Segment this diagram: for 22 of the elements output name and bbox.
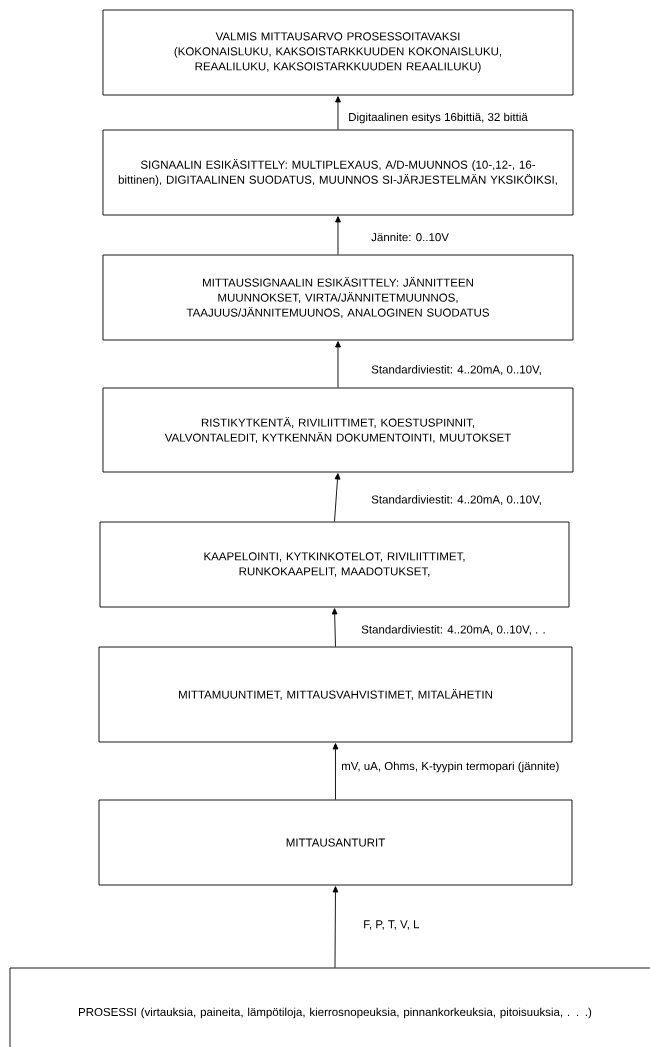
process-box: VALMIS MITTAUSARVO PROSESSOITAVAKSI (KOKONAISLUKU, KAKSOISTARKKUUDEN KOKONAISLUKU, REAALILUKU, KAKSOISTARKKUUDEN REAALILUKU) (102, 9, 574, 96)
arrow (334, 473, 341, 522)
process-box: MITTAMUUNTIMET, MITTAUSVAHVISTIMET, MITALÄHETIN (98, 646, 573, 743)
edge-label: Jännite: 0..10V (370, 231, 450, 243)
process-box: MITTAUSSIGNAALIN ESIKÄSITTELY: JÄNNITTEEN MUUNNOKSET, VIRTA/JÄNNITETMUUNNOS, TAAJUUS/JÄNNITEMUUNOS, ANALOGINEN SUODATUS (102, 254, 574, 341)
edge-label: mV, uA, Ohms, K-tyypin termopari (jännite) (340, 760, 561, 774)
edge-label: Standardiviestit: 4..20mA, 0..10V, . . (360, 624, 547, 636)
edge-label: Digitaalinen esitys 16bittiä, 32 bittiä (347, 111, 529, 125)
process-box: SIGNAALIN ESIKÄSITTELY: MULTIPLEXAUS, A/D-MUUNNOS (10-,12-, 16-bittinen), DIGITAALINEN SUODATUS, MUUNNOS SI-JÄRJESTELMÄN YKSIKÖIKSI, (102, 129, 574, 216)
arrow (335, 341, 341, 388)
process-box: PROSESSI (virtauksia, paineita, lämpötiloja, kierrosnopeuksia, pinnankorkeuksia, pitoisuuksia, . . .) (9, 967, 650, 1047)
edge-label: Standardiviestit: 4..20mA, 0..10V, (370, 494, 543, 506)
process-box: MITTAUSANTURIT (98, 799, 573, 886)
edge-label: F, P, T, V, L (362, 919, 421, 931)
arrow (332, 886, 339, 968)
process-box: RISTIKYTKENTÄ, RIVILIITTIMET, KOESTUSPINNIT, VALVONTALEDIT, KYTKENNÄN DOKUMENTOINTI, MUUTOKSET (102, 387, 574, 473)
arrow (335, 216, 341, 255)
arrow (335, 96, 341, 130)
edge-label: Standardiviestit: 4..20mA, 0..10V, (370, 364, 543, 376)
arrow (332, 743, 339, 800)
process-box: KAAPELOINTI, KYTKINKOTELOT, RIVILIITTIMET, RUNKOKAAPELIT, MAADOTUKSET, (99, 521, 570, 608)
arrow (331, 608, 338, 647)
